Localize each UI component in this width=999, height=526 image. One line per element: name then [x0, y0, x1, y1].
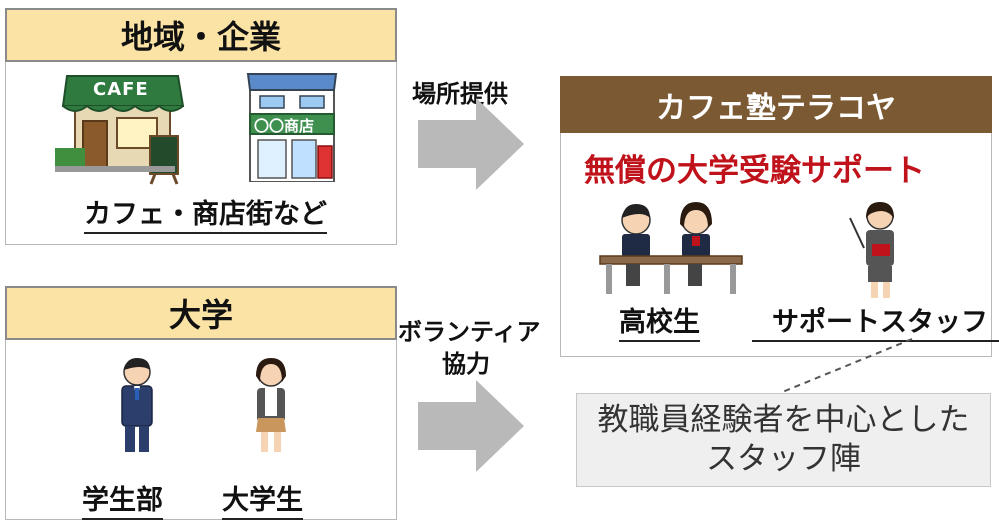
- volunteer-arrow: [418, 380, 526, 472]
- volunteer-label: ボランティア: [398, 318, 541, 346]
- community-business-header: 地域・企業: [5, 8, 397, 62]
- female-student-icon: [246, 356, 296, 456]
- provide-place-arrow: [418, 98, 526, 190]
- free-support-subtitle: 無償の大学受験サポート: [584, 153, 925, 189]
- support-staff-icon: [846, 198, 908, 300]
- male-staff-icon: [112, 356, 162, 456]
- support-staff-label: サポートスタッフ: [752, 300, 999, 342]
- high-school-students-icon: [596, 198, 746, 298]
- cafe-sign-text: CAFE: [93, 79, 149, 100]
- cooperation-label: 協力: [442, 350, 490, 378]
- university-title: 大学: [168, 296, 233, 334]
- university-header: 大学: [5, 286, 397, 340]
- high-school-students-label: 高校生: [619, 300, 700, 342]
- cafe-icon: CAFE: [55, 66, 195, 186]
- cafe-shopping-street-label: カフェ・商店街など: [84, 192, 327, 234]
- university-student-label: 大学生: [222, 478, 303, 520]
- shop-sign-text: 〇〇商店: [254, 117, 315, 135]
- student-affairs-label: 学生部: [82, 478, 163, 520]
- staff-callout: 教職員経験者を中心とした スタッフ陣: [576, 393, 991, 487]
- terakoya-title: カフェ塾テラコヤ: [656, 90, 896, 126]
- callout-line-1: 教職員経験者を中心とした: [597, 402, 970, 438]
- callout-line-2: スタッフ陣: [706, 441, 861, 477]
- provide-place-label: 場所提供: [412, 80, 508, 108]
- community-business-title: 地域・企業: [120, 18, 281, 56]
- terakoya-header: カフェ塾テラコヤ: [560, 76, 992, 133]
- callout-connector: [779, 338, 913, 394]
- shop-icon: 〇〇商店: [246, 70, 338, 183]
